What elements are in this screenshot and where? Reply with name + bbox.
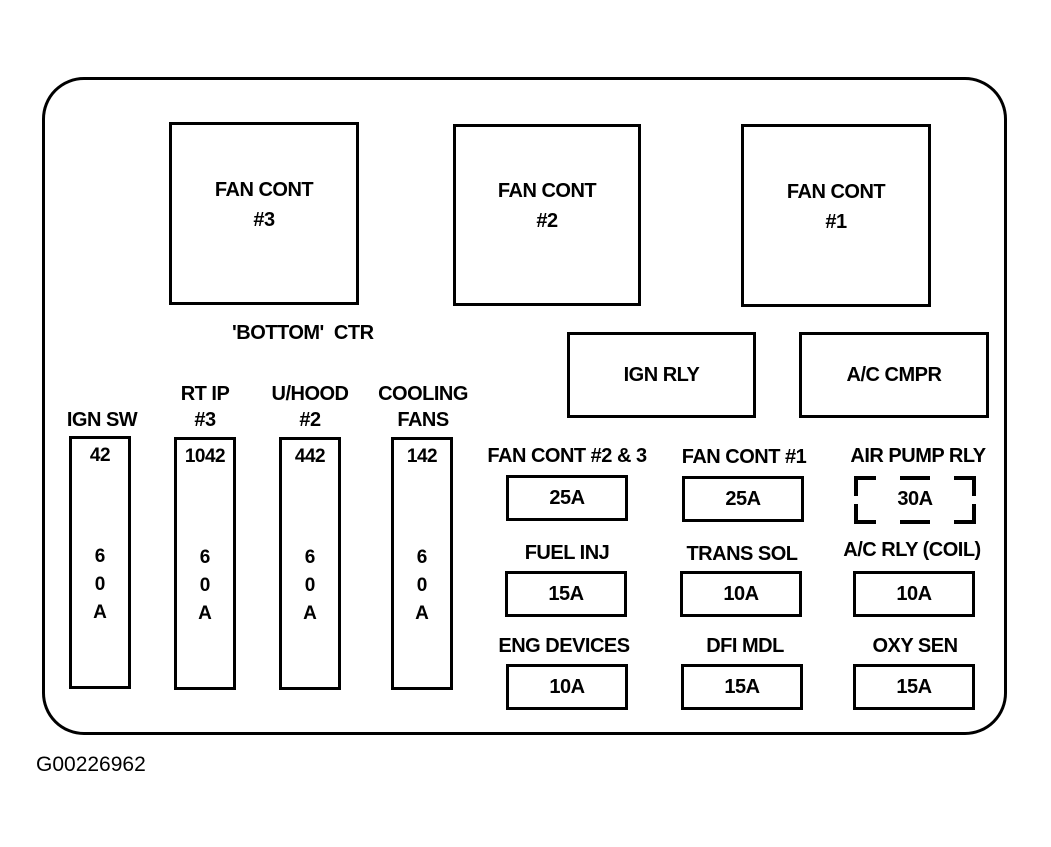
mini-fuse-label: A/C RLY (COIL) [843, 539, 981, 561]
rating-char: 0 [94, 574, 106, 595]
mini-fuse-label: FAN CONT #1 [681, 446, 807, 468]
fuse-number: 1042 [184, 446, 226, 467]
fuse-rating: 25A [549, 486, 585, 509]
fuse-rating: 30A [897, 488, 933, 510]
maxi-fuse-name-line1: RT IP [180, 383, 230, 405]
relay-number: #2 [536, 210, 558, 232]
dashed-corner [954, 476, 976, 496]
maxi-fuse-name: IGN SW [66, 409, 138, 431]
maxi-fuse-cooling-fans: 142 6 0 A [391, 437, 453, 690]
maxi-fuse-label: RT IP #3 [160, 381, 250, 433]
fuse-rating: 10A [896, 582, 932, 605]
rating-char: 6 [94, 546, 106, 567]
mini-fuse-fan-cont-2-3: 25A [506, 475, 628, 521]
fuse-rating: 25A [725, 487, 761, 510]
figure-id: G00226962 [36, 753, 146, 776]
relay-fan-cont-1: FAN CONT #1 [741, 124, 931, 307]
relay-label: FAN CONT [214, 178, 314, 201]
relay-label: A/C CMPR [846, 363, 942, 386]
relay-number: #3 [253, 208, 275, 231]
fuse-number: 142 [406, 446, 438, 467]
mini-fuse-trans-sol: 10A [680, 571, 802, 617]
dashed-edge [900, 520, 930, 524]
mini-fuse-fuel-inj: 15A [505, 571, 627, 617]
rating-char: A [303, 603, 317, 624]
relay-label: FAN CONT [786, 180, 886, 203]
relay-label: IGN RLY [623, 363, 700, 386]
maxi-fuse-name-line1: U/HOOD [271, 383, 350, 405]
fuse-rating: 6 0 A [282, 544, 338, 628]
fuse-number: 442 [294, 446, 326, 467]
fuse-rating: 10A [723, 582, 759, 605]
fuse-number: 42 [89, 445, 111, 466]
fuse-rating: 10A [549, 675, 585, 698]
rating-char: A [415, 603, 429, 624]
fuse-rating: 15A [548, 582, 584, 605]
fuse-rating: 15A [724, 675, 760, 698]
maxi-fuse-rt-ip-3: 1042 6 0 A [174, 437, 236, 690]
mini-fuse-label: FUEL INJ [524, 542, 610, 564]
fuse-block-outline [42, 77, 1007, 735]
fuse-rating: 6 0 A [177, 544, 233, 628]
relay-number: #1 [825, 210, 847, 233]
mini-fuse-air-pump-rly-optional: 30A [854, 476, 976, 524]
mini-fuse-label: TRANS SOL [686, 543, 798, 565]
fuse-rating: 15A [896, 675, 932, 698]
bottom-ctr-label: 'BOTTOM' CTR [232, 322, 374, 344]
rating-char: 6 [416, 547, 428, 568]
relay-ign-rly: IGN RLY [567, 332, 756, 418]
rating-char: 0 [416, 575, 428, 596]
maxi-fuse-ign-sw: 42 6 0 A [69, 436, 131, 689]
maxi-fuse-name-line2: #2 [299, 409, 321, 431]
relay-ac-cmpr: A/C CMPR [799, 332, 989, 418]
mini-fuse-oxy-sen: 15A [853, 664, 975, 710]
mini-fuse-label: OXY SEN [872, 635, 958, 657]
mini-fuse-label: DFI MDL [706, 635, 784, 657]
maxi-fuse-name-line1: COOLING [378, 383, 468, 405]
relay-label: FAN CONT [497, 180, 597, 202]
fuse-rating: 6 0 A [394, 544, 450, 628]
mini-fuse-dfi-mdl: 15A [681, 664, 803, 710]
relay-fan-cont-3: FAN CONT #3 [169, 122, 359, 305]
maxi-fuse-name-line2: #3 [194, 409, 216, 431]
dashed-edge [900, 476, 930, 480]
rating-char: 6 [199, 547, 211, 568]
rating-char: 0 [199, 575, 211, 596]
rating-char: 0 [304, 575, 316, 596]
mini-fuse-fan-cont-1: 25A [682, 476, 804, 522]
maxi-fuse-name-line2: FANS [397, 409, 449, 431]
mini-fuse-label: ENG DEVICES [498, 635, 630, 657]
maxi-fuse-u-hood-2: 442 6 0 A [279, 437, 341, 690]
mini-fuse-label: AIR PUMP RLY [850, 445, 986, 467]
maxi-fuse-label: U/HOOD #2 [260, 381, 360, 433]
relay-fan-cont-2: FAN CONT #2 [453, 124, 641, 306]
dashed-corner [854, 476, 876, 496]
fuse-rating: 6 0 A [72, 543, 128, 627]
mini-fuse-label: FAN CONT #2 & 3 [487, 445, 647, 467]
dashed-corner [854, 504, 876, 524]
rating-char: 6 [304, 547, 316, 568]
rating-char: A [93, 602, 107, 623]
mini-fuse-ac-rly-coil: 10A [853, 571, 975, 617]
dashed-corner [954, 504, 976, 524]
rating-char: A [198, 603, 212, 624]
maxi-fuse-label: COOLING FANS [370, 381, 476, 433]
maxi-fuse-label: IGN SW [55, 407, 149, 433]
mini-fuse-eng-devices: 10A [506, 664, 628, 710]
